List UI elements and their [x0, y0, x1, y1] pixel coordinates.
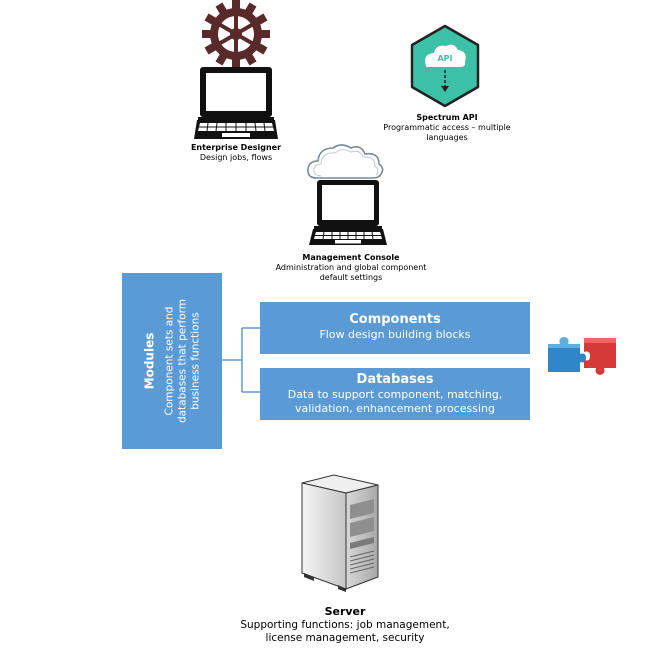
spectrum-api-caption: Spectrum API Programmatic access – multi…: [380, 113, 514, 143]
databases-desc-line2: validation, enhancement processing: [295, 402, 495, 415]
puzzle-pieces-icon: [548, 337, 616, 375]
management-console-caption: Management Console Administration and gl…: [266, 253, 436, 283]
components-box: Components Flow design building blocks: [260, 302, 530, 354]
enterprise-designer-caption: Enterprise Designer Design jobs, flows: [180, 143, 292, 163]
databases-title: Databases: [356, 372, 434, 387]
server-desc-line1: Supporting functions: job management,: [240, 619, 450, 631]
management-console-title: Management Console: [302, 253, 400, 262]
laptop-icon: [309, 180, 387, 245]
spectrum-api-desc-line1: Programmatic access – multiple: [383, 123, 511, 132]
laptop-icon: [194, 67, 278, 139]
modules-desc-line3: business functions: [189, 312, 202, 410]
modules-desc-line1: Component sets and: [163, 306, 176, 416]
server-tower-icon: [301, 474, 379, 592]
enterprise-designer-title: Enterprise Designer: [190, 143, 282, 152]
management-console-desc-line1: Administration and global component: [275, 263, 427, 272]
management-console-desc-line2: default settings: [319, 273, 383, 282]
modules-title: Modules: [142, 332, 157, 390]
databases-box: Databases Data to support component, mat…: [260, 368, 530, 420]
server-desc-line2: license management, security: [265, 632, 425, 644]
databases-desc-line1: Data to support component, matching,: [287, 388, 503, 401]
gear-icon: [202, 0, 270, 68]
api-hexagon-icon: API: [410, 24, 480, 108]
cloud-icon: [307, 144, 384, 179]
server-caption: Server Supporting functions: job managem…: [200, 605, 490, 645]
enterprise-designer-desc: Design jobs, flows: [199, 153, 273, 162]
spectrum-api-desc-line2: languages: [426, 133, 468, 142]
modules-box: Modules Component sets and databases tha…: [122, 273, 222, 449]
api-badge-label: API: [437, 54, 452, 63]
modules-desc-line2: databases that perform: [176, 298, 189, 424]
components-title: Components: [349, 312, 441, 327]
server-title: Server: [324, 605, 366, 618]
bracket-connector: [222, 327, 262, 393]
spectrum-api-title: Spectrum API: [416, 113, 478, 122]
components-desc: Flow design building blocks: [319, 328, 471, 341]
